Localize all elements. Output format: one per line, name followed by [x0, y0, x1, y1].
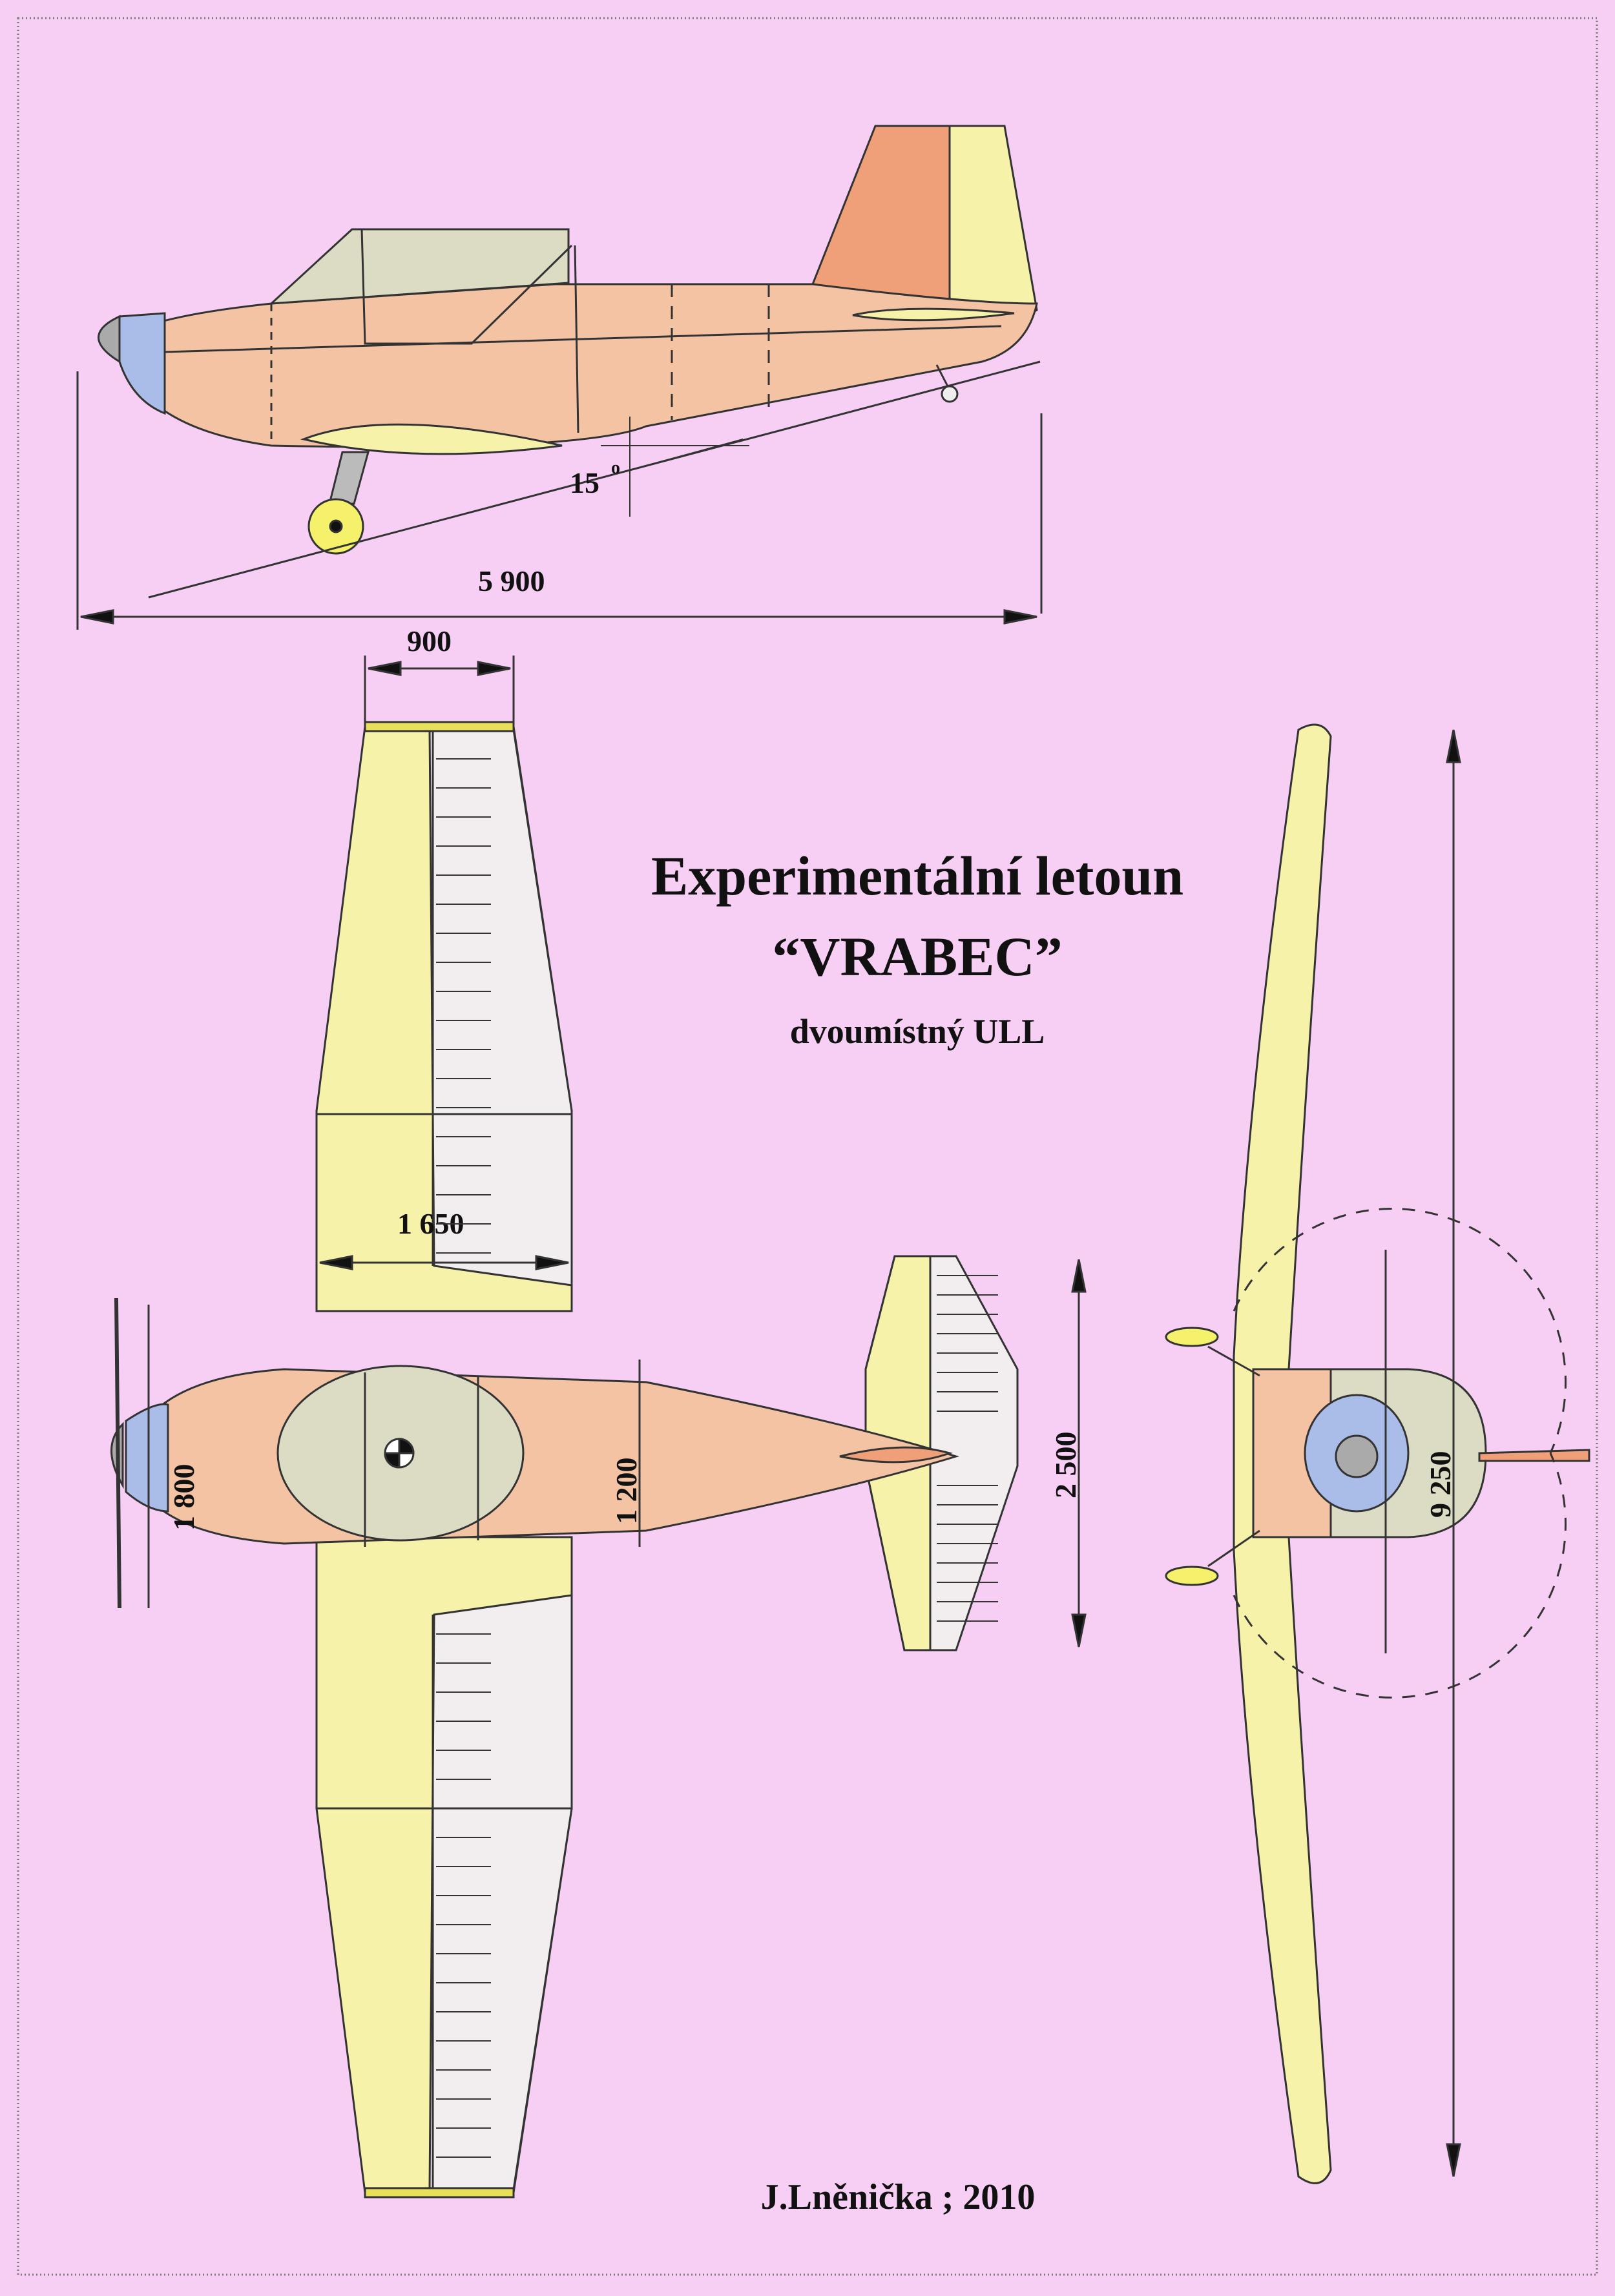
wheel-hub — [329, 519, 343, 533]
tail-span-dimension: 2 500 — [1049, 1432, 1082, 1499]
angle-ref — [600, 439, 744, 479]
angle-unit: o — [611, 458, 620, 478]
drawing-title: Experimentální letoun — [651, 845, 1183, 907]
propeller-spinner — [98, 315, 121, 364]
length-dimension: 5 900 — [478, 564, 545, 597]
arrowhead — [1446, 2143, 1461, 2177]
tailwheel-strut — [935, 364, 950, 388]
arrowhead — [368, 661, 402, 676]
tip-chord-dimension: 900 — [407, 625, 452, 657]
right-tip — [364, 2187, 515, 2198]
rudder-front — [1478, 1449, 1590, 1462]
arrowhead — [80, 609, 114, 625]
fuselage-front-face — [1252, 1368, 1332, 1538]
wing-root-side — [300, 423, 563, 455]
arrowhead — [319, 1255, 353, 1270]
gear-leg — [1207, 1529, 1260, 1567]
top-dimensions — [147, 656, 1087, 1648]
main-gear-strut — [328, 451, 370, 505]
cowling-top — [125, 1403, 169, 1513]
side-dimensions — [76, 360, 1043, 630]
stabilizer-side — [852, 307, 1015, 322]
rudder-top — [839, 1446, 953, 1463]
wing-span-dimension: 9 250 — [1424, 1451, 1457, 1518]
author-signature: J.Lněnička ; 2010 — [761, 2177, 1036, 2217]
ground-line — [148, 360, 1041, 599]
spinner-front — [1335, 1434, 1379, 1478]
cg-quadrant — [398, 1438, 415, 1454]
propeller-blade — [114, 1298, 121, 1609]
cowling — [118, 312, 166, 415]
side-view — [98, 125, 1038, 555]
fuselage-width-dimension: 1 200 — [610, 1458, 643, 1525]
angle-value: 15 — [570, 466, 599, 499]
arrowhead — [1003, 609, 1037, 625]
gear-leg — [1207, 1345, 1260, 1377]
left-tip — [364, 721, 515, 732]
arrowhead — [1071, 1259, 1087, 1293]
aircraft-name: “VRABEC” — [772, 926, 1062, 988]
cg-quadrant — [384, 1452, 401, 1469]
sheet-border — [17, 17, 1598, 2276]
arrowhead — [1446, 729, 1461, 763]
aircraft-category: dvoumístný ULL — [790, 1012, 1045, 1051]
arrowhead — [535, 1255, 569, 1270]
arrowhead — [477, 661, 511, 676]
right-wheel — [1165, 1566, 1219, 1586]
tail-wheel — [941, 385, 959, 403]
fuselage-stripe — [164, 325, 1002, 353]
frame-line — [574, 245, 579, 433]
left-wheel — [1165, 1327, 1219, 1347]
canopy-side — [268, 228, 570, 305]
front-view — [1165, 723, 1590, 2184]
arrowhead — [1071, 1613, 1087, 1648]
prop-diameter-dimension: 1 800 — [167, 1464, 200, 1531]
